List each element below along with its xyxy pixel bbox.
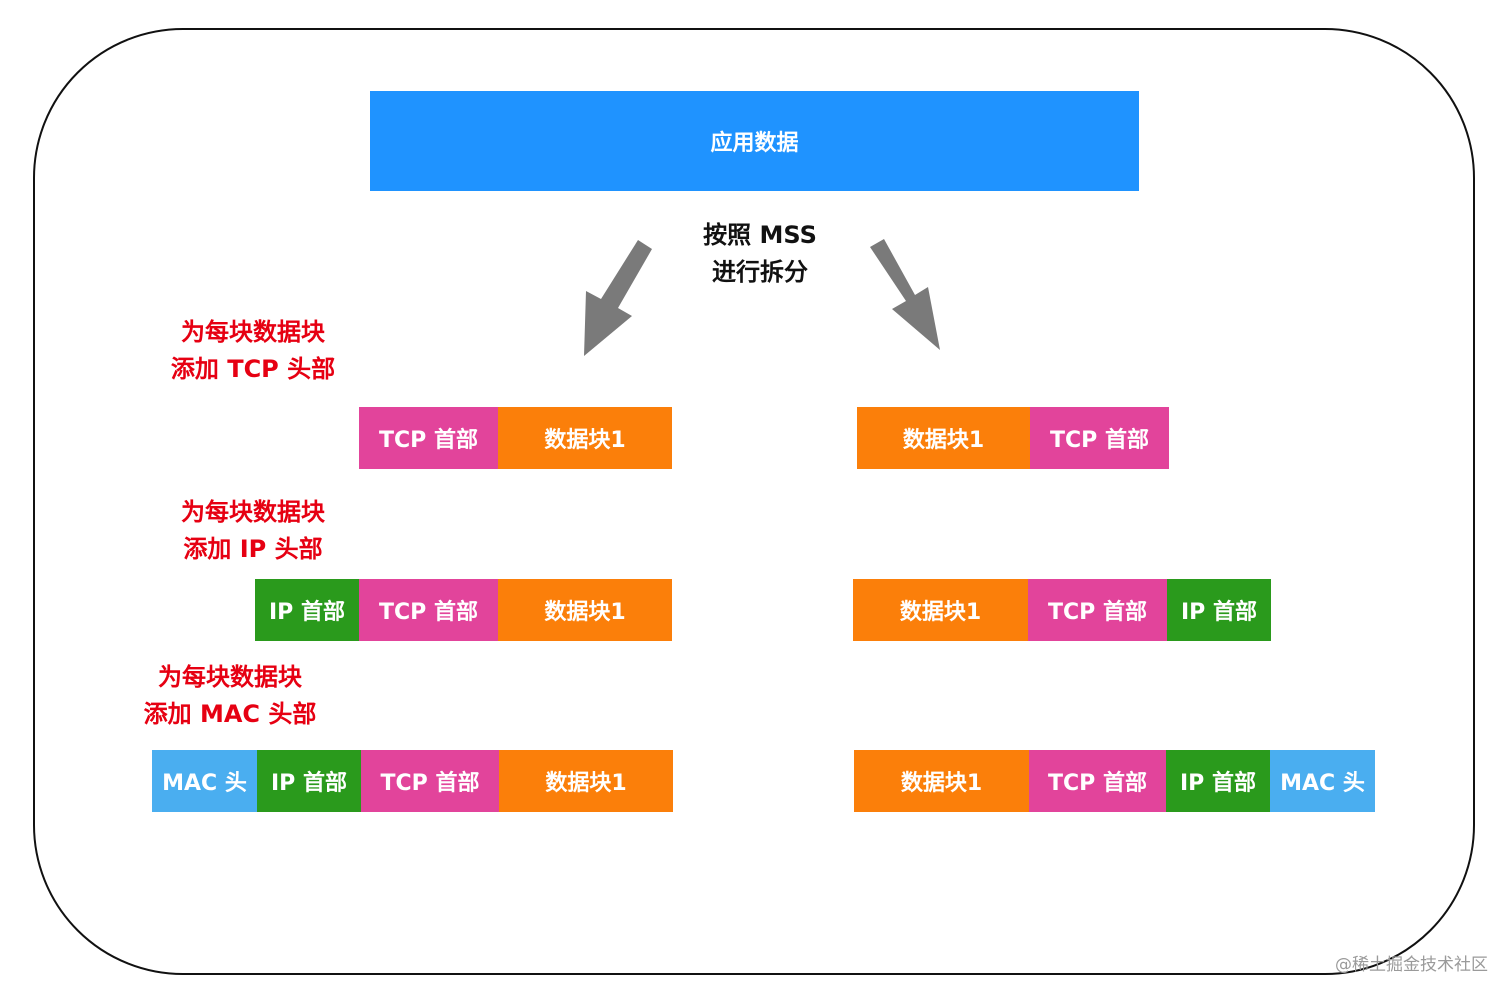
watermark: @稀土掘金技术社区 [1335,955,1488,975]
tcp-header-segment: TCP 首部 [1030,407,1169,469]
diagram-frame [33,28,1475,975]
ip-header-segment: IP 首部 [255,579,359,641]
split-label-line2: 进行拆分 [712,258,808,286]
app-data-label: 应用数据 [710,131,799,156]
data-block-segment: 数据块1 [854,750,1029,812]
ip-header-segment: IP 首部 [1166,750,1270,812]
tcp-header-segment: TCP 首部 [1029,750,1166,812]
tcp-header-segment: TCP 首部 [1028,579,1167,641]
step-label-mac: 为每块数据块 添加 MAC 头部 [120,659,340,733]
step-label-ip-line2: 添加 IP 头部 [183,535,323,563]
step-label-tcp: 为每块数据块 添加 TCP 头部 [143,314,363,388]
tcp-header-segment: TCP 首部 [359,579,498,641]
ip-header-segment: IP 首部 [1167,579,1271,641]
step-label-tcp-line2: 添加 TCP 头部 [170,355,336,383]
step-label-ip: 为每块数据块 添加 IP 头部 [143,494,363,568]
left-split-arrow-icon [584,240,652,356]
app-data-box: 应用数据 [370,91,1139,191]
data-block-segment: 数据块1 [857,407,1030,469]
ip-header-segment: IP 首部 [257,750,361,812]
step-label-ip-line1: 为每块数据块 [181,498,325,526]
data-block-segment: 数据块1 [853,579,1028,641]
step-label-tcp-line1: 为每块数据块 [181,318,325,346]
data-block-segment: 数据块1 [498,579,672,641]
split-label: 按照 MSS 进行拆分 [680,217,840,291]
split-label-line1: 按照 MSS [703,221,817,249]
mac-header-segment: MAC 头 [1270,750,1375,812]
step-label-mac-line1: 为每块数据块 [158,663,302,691]
step-label-mac-line2: 添加 MAC 头部 [143,700,317,728]
data-block-segment: 数据块1 [498,407,672,469]
mac-header-segment: MAC 头 [152,750,257,812]
data-block-segment: 数据块1 [499,750,673,812]
tcp-header-segment: TCP 首部 [361,750,499,812]
tcp-header-segment: TCP 首部 [359,407,498,469]
right-split-arrow-icon [870,239,940,350]
